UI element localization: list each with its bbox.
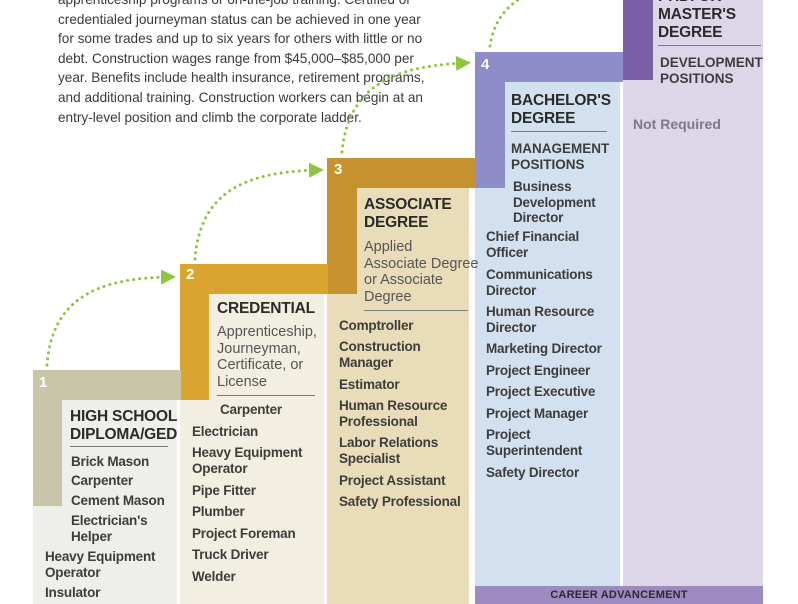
list-item: Safety Professional — [339, 494, 461, 509]
step3-rule — [364, 310, 468, 311]
list-item: Comptroller — [339, 318, 414, 333]
step5-note: Not Required — [633, 116, 721, 132]
list-item: Cement Mason — [71, 493, 165, 508]
step3-subtitle: Applied Associate Degree or Associate De… — [364, 239, 479, 305]
list-item: Welder — [192, 569, 236, 584]
step5-rule — [658, 45, 761, 46]
step4-subtitle: MANAGEMENT POSITIONS — [511, 141, 610, 172]
list-item: Project Executive — [486, 384, 596, 399]
list-item: Heavy Equipment Operator — [45, 549, 156, 580]
list-item: Project Foreman — [192, 526, 296, 541]
list-item: Project Manager — [486, 406, 589, 421]
list-item: Electrician's Helper — [71, 513, 148, 544]
step5-title: PHD. OR MASTER'S DEGREE — [658, 0, 736, 41]
list-item: Estimator — [339, 377, 400, 392]
list-item: Project Engineer — [486, 363, 591, 378]
list-item: Brick Mason — [71, 454, 150, 469]
step2-subtitle: Apprenticeship, Journeyman, Certificate,… — [217, 324, 317, 390]
list-item: Business Development Director — [513, 179, 596, 225]
arrow-step4-to-step5 — [488, 0, 520, 48]
intro-line: and additional training. Construction wo… — [58, 89, 423, 105]
step3-title: ASSOCIATE DEGREE — [364, 196, 452, 231]
step1-rule — [70, 446, 168, 447]
step5-column-bg — [623, 0, 763, 586]
step3-side-bar — [327, 158, 357, 294]
step3-number: 3 — [334, 161, 343, 178]
step4-rule — [511, 131, 607, 132]
step2-rule — [217, 395, 315, 396]
intro-paragraph: apprenticeship programs or on-the-job tr… — [58, 0, 425, 127]
intro-line: apprenticeship programs or on-the-job tr… — [58, 0, 411, 10]
intro-line: for some trades and up to six years for … — [58, 31, 423, 47]
intro-line: credentialed journeyman status can be ac… — [58, 11, 421, 27]
list-item: Human Resource Director — [486, 304, 595, 335]
list-item: Project Assistant — [339, 473, 446, 488]
step1-title: HIGH SCHOOL DIPLOMA/GED — [70, 408, 178, 443]
step1-number: 1 — [39, 374, 48, 391]
list-item: Communications Director — [486, 267, 593, 298]
list-item: Insulator — [45, 585, 101, 600]
list-item: Heavy Equipment Operator — [192, 445, 303, 476]
step4-number: 4 — [481, 56, 490, 73]
list-item: Construction Manager — [339, 339, 421, 370]
career-advancement-label: CAREER ADVANCEMENT — [550, 589, 688, 601]
list-item: Truck Driver — [192, 547, 269, 562]
intro-line: debt. Construction wages range from $45,… — [58, 50, 414, 66]
career-advancement-bar: CAREER ADVANCEMENT — [475, 586, 763, 604]
list-item: Carpenter — [71, 473, 133, 488]
list-item: Human Resource Professional — [339, 398, 448, 429]
step5-header-bar — [623, 0, 653, 80]
step5-subtitle: DEVELOPMENT POSITIONS — [660, 55, 763, 86]
arrow-step2-to-step3 — [193, 162, 324, 261]
list-item: Safety Director — [486, 465, 580, 480]
step2-title: CREDENTIAL — [217, 300, 315, 317]
arrow-step1-to-step2 — [45, 269, 176, 367]
step4-title: BACHELOR'S DEGREE — [511, 92, 611, 127]
list-item: Project Superintendent — [486, 427, 583, 458]
intro-line: entry-level position and climb the corpo… — [58, 109, 362, 125]
list-item: Carpenter — [220, 402, 282, 417]
step2-number: 2 — [186, 266, 195, 283]
intro-line: year. Benefits include health insurance,… — [58, 70, 425, 86]
step4-side-bar — [475, 52, 505, 188]
list-item: Chief Financial Officer — [486, 229, 580, 260]
list-item: Marketing Director — [486, 341, 602, 356]
list-item: Electrician — [192, 424, 259, 439]
list-item: Labor Relations Specialist — [339, 435, 439, 466]
step1-side-bar — [33, 370, 62, 506]
list-item: Plumber — [192, 504, 245, 519]
step2-side-bar — [180, 264, 209, 400]
list-item: Pipe Fitter — [192, 483, 256, 498]
